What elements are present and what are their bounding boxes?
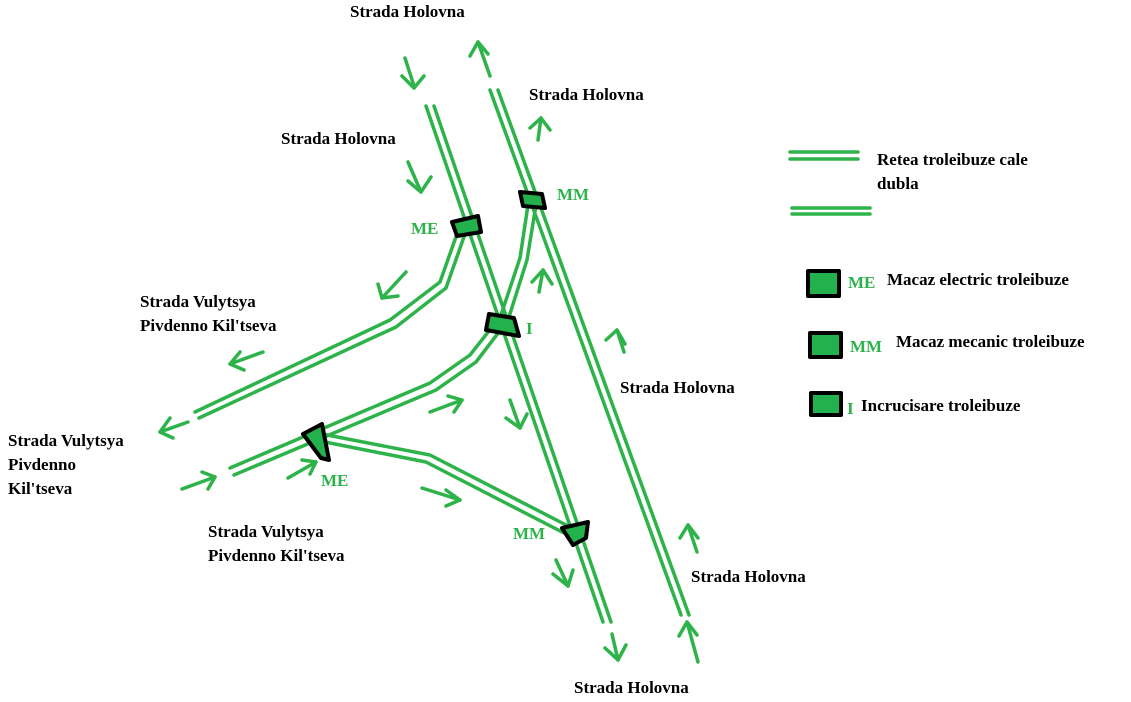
switch-mm-upper bbox=[518, 190, 547, 210]
street-labels: Strada Holovna Strada Holovna Strada Hol… bbox=[8, 2, 806, 697]
arrow-main-down-mid bbox=[504, 398, 529, 430]
wire-branch-upper-west bbox=[193, 232, 467, 420]
arrow-top-down bbox=[400, 56, 426, 90]
wires bbox=[193, 88, 872, 624]
arrow-branch-west-1 bbox=[376, 270, 408, 300]
arrow-bottom-down bbox=[603, 632, 628, 662]
arrow-branch-lower-right bbox=[420, 486, 462, 508]
arrow-upper-left-down bbox=[406, 160, 433, 194]
node-label-mm-lower: MM bbox=[513, 524, 545, 543]
arrow-branch-i-up bbox=[428, 394, 464, 414]
street-label-upper-right: Strada Holovna bbox=[529, 85, 644, 104]
wire-branch-mm-to-i bbox=[498, 203, 538, 322]
node-label-me-upper: ME bbox=[411, 219, 438, 238]
street-label-bottom: Strada Holovna bbox=[574, 678, 689, 697]
legend-double-wire-sample bbox=[788, 150, 872, 216]
node-label-me-lower: ME bbox=[321, 471, 348, 490]
street-label-west-lower-line2: Pivdenno Kil'tseva bbox=[208, 546, 345, 565]
street-label-top: Strada Holovna bbox=[350, 2, 465, 21]
legend: Retea troleibuze cale dubla ME Macaz ele… bbox=[847, 150, 1085, 418]
node-label-mm-upper: MM bbox=[557, 185, 589, 204]
switch-me-lower bbox=[301, 422, 331, 462]
arrow-bottom-up bbox=[677, 620, 700, 664]
legend-mm-code: MM bbox=[850, 337, 882, 356]
legend-me-text: Macaz electric troleibuze bbox=[887, 270, 1069, 289]
arrow-east-up-mid bbox=[604, 328, 627, 354]
wire-holovna-west bbox=[424, 104, 613, 624]
arrow-main-down-lower bbox=[551, 558, 575, 588]
street-label-right-middle: Strada Holovna bbox=[620, 378, 735, 397]
street-label-west-left-line2: Pivdenno bbox=[8, 455, 76, 474]
node-label-i-center: I bbox=[526, 319, 533, 338]
wire-holovna-east bbox=[488, 88, 691, 617]
arrow-west-upper-left bbox=[228, 350, 265, 372]
legend-mm-text: Macaz mecanic troleibuze bbox=[896, 332, 1085, 351]
legend-double-wire-line1: Retea troleibuze cale bbox=[877, 150, 1028, 169]
arrow-east-up-lower bbox=[678, 523, 700, 554]
arrow-lower-me-up bbox=[286, 458, 318, 480]
street-label-west-left-line1: Strada Vulytsya bbox=[8, 431, 124, 450]
street-label-west-left-line3: Kil'tseva bbox=[8, 479, 73, 498]
street-label-lower-right: Strada Holovna bbox=[691, 567, 806, 586]
switch-me-upper bbox=[450, 214, 483, 238]
switch-mm-lower bbox=[560, 520, 590, 547]
street-label-upper-left: Strada Holovna bbox=[281, 129, 396, 148]
legend-mm-symbol bbox=[808, 331, 843, 359]
arrow-branch-mm-up bbox=[530, 268, 554, 294]
arrow-lower-west-in-1 bbox=[180, 470, 217, 491]
crossing-i bbox=[484, 312, 521, 338]
direction-arrows bbox=[158, 40, 700, 664]
legend-i-code: I bbox=[847, 399, 854, 418]
legend-me-symbol bbox=[806, 269, 841, 298]
switch-nodes bbox=[301, 190, 843, 547]
legend-i-text: Incrucisare troleibuze bbox=[861, 396, 1021, 415]
arrow-west-left-end bbox=[158, 416, 190, 440]
node-labels: ME MM I ME MM bbox=[321, 185, 589, 543]
legend-double-wire-line2: dubla bbox=[877, 174, 919, 193]
street-label-west-upper-line1: Strada Vulytsya bbox=[140, 292, 256, 311]
arrow-upper-right-up bbox=[528, 116, 552, 142]
wire-branch-lower-me-to-mm bbox=[318, 432, 572, 536]
arrow-top-up bbox=[468, 40, 492, 78]
legend-i-symbol bbox=[809, 391, 843, 417]
wire-branch-i-to-lower-west bbox=[228, 320, 504, 477]
street-label-west-upper-line2: Pivdenno Kil'tseva bbox=[140, 316, 277, 335]
legend-me-code: ME bbox=[848, 273, 875, 292]
street-label-west-lower-line1: Strada Vulytsya bbox=[208, 522, 324, 541]
